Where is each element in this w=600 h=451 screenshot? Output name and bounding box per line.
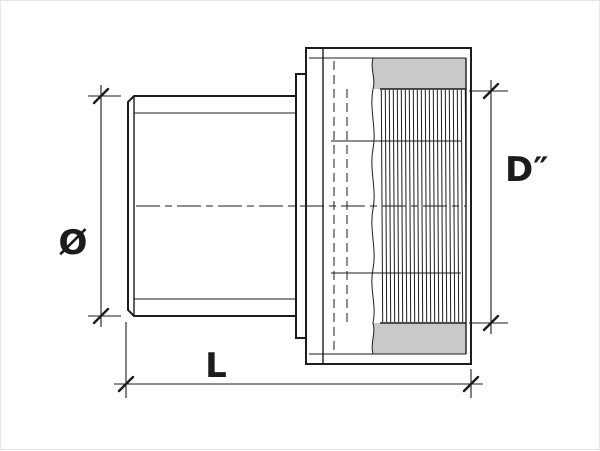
pipe-body bbox=[127, 95, 297, 317]
length-label: L bbox=[205, 346, 227, 386]
flange-collar bbox=[295, 73, 307, 339]
dimension-length: L bbox=[114, 322, 483, 398]
section-hatch bbox=[372, 58, 466, 354]
center-lines bbox=[136, 61, 466, 351]
break-line bbox=[371, 57, 375, 355]
thread-diameter-label: D″ bbox=[505, 150, 548, 190]
outer-diameter-label: Ø bbox=[59, 223, 88, 263]
dimension-outer-diameter: Ø bbox=[59, 85, 121, 327]
dimension-thread-diameter: D″ bbox=[469, 80, 548, 334]
